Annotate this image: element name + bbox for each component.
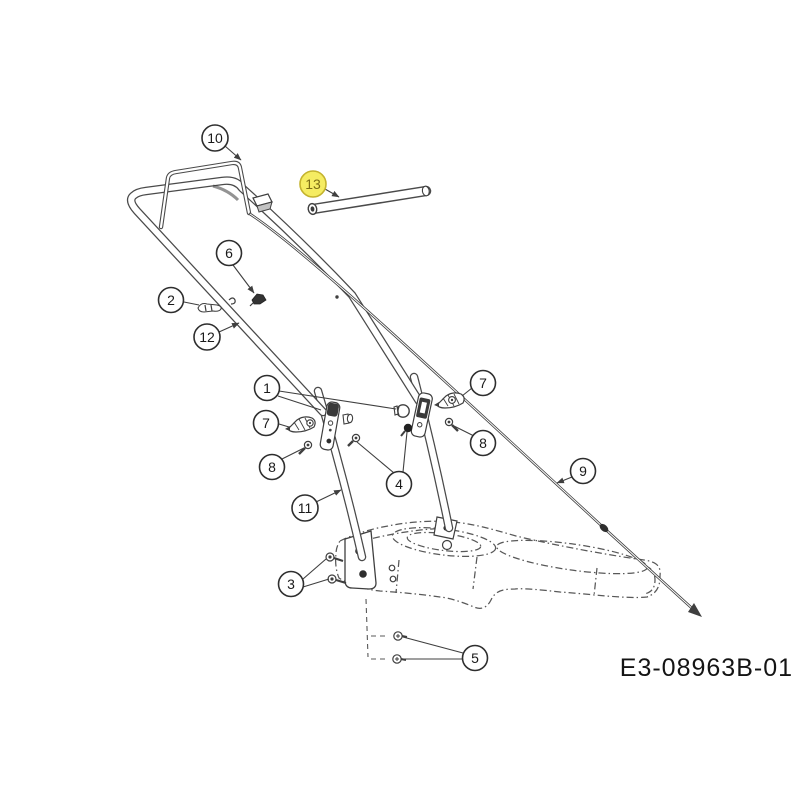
callout-8-left[interactable]: 8 (258, 453, 286, 481)
handle-bracket-right (410, 392, 433, 438)
callout-12-label: 12 (199, 329, 215, 345)
callout-11-label: 11 (298, 500, 313, 516)
callout-13-label: 13 (305, 176, 321, 192)
grip-tube-part-13 (307, 185, 432, 216)
cable-end-fitting (688, 603, 702, 617)
bolts-part-3 (325, 552, 347, 585)
cam-lever-left (285, 416, 316, 433)
callout-4[interactable]: 4 (385, 470, 413, 498)
callout-5[interactable]: 5 (461, 644, 489, 672)
cable-ferrule (599, 523, 609, 533)
cable-clip-part-6 (249, 293, 267, 307)
screw-part-8-right (444, 417, 459, 432)
callout-9-label: 9 (579, 463, 587, 479)
knob-bolt-part-1 (393, 404, 410, 418)
handle-bracket-left (319, 401, 341, 451)
cable-clip-part-2 (197, 302, 222, 313)
cable-clamp (252, 193, 273, 213)
callout-12[interactable]: 12 (193, 323, 221, 351)
projection-lines (365, 598, 389, 660)
callout-6[interactable]: 6 (215, 239, 243, 267)
callout-8-right[interactable]: 8 (469, 429, 497, 457)
callout-1-label: 1 (263, 380, 271, 396)
callout-3[interactable]: 3 (277, 570, 305, 598)
callout-13-highlighted[interactable]: 13 (299, 170, 327, 198)
deck-blade-housing-oval (391, 526, 497, 558)
screws-part-5 (392, 631, 408, 664)
callout-4-label: 4 (395, 476, 403, 492)
control-cable (248, 212, 702, 617)
upper-handle-tube (126, 176, 424, 417)
screw-part-8-left (298, 440, 313, 455)
callout-7-left[interactable]: 7 (252, 409, 280, 437)
callout-5-label: 5 (471, 650, 479, 666)
callout-8-left-label: 8 (268, 459, 276, 475)
callout-10-label: 10 (207, 130, 223, 146)
callout-7-right-label: 7 (479, 375, 487, 391)
callout-8-right-label: 8 (479, 435, 487, 451)
leader-lines (183, 145, 573, 660)
carriage-bolt-left (342, 413, 354, 425)
cam-lever-right (434, 392, 465, 409)
callout-7-left-label: 7 (262, 415, 270, 431)
callout-11[interactable]: 11 (291, 494, 319, 522)
callout-7-right[interactable]: 7 (469, 369, 497, 397)
screw-part-4a (347, 433, 361, 447)
callout-6-label: 6 (225, 245, 233, 261)
callout-2-label: 2 (167, 292, 175, 308)
bolt-part-4b (400, 423, 413, 437)
callout-2[interactable]: 2 (157, 286, 185, 314)
callout-3-label: 3 (287, 576, 295, 592)
part-number: E3-08963B-01 (620, 654, 793, 682)
callout-1[interactable]: 1 (253, 374, 281, 402)
control-bail-bar (158, 160, 252, 230)
callout-9[interactable]: 9 (569, 457, 597, 485)
callout-10[interactable]: 10 (201, 124, 229, 152)
